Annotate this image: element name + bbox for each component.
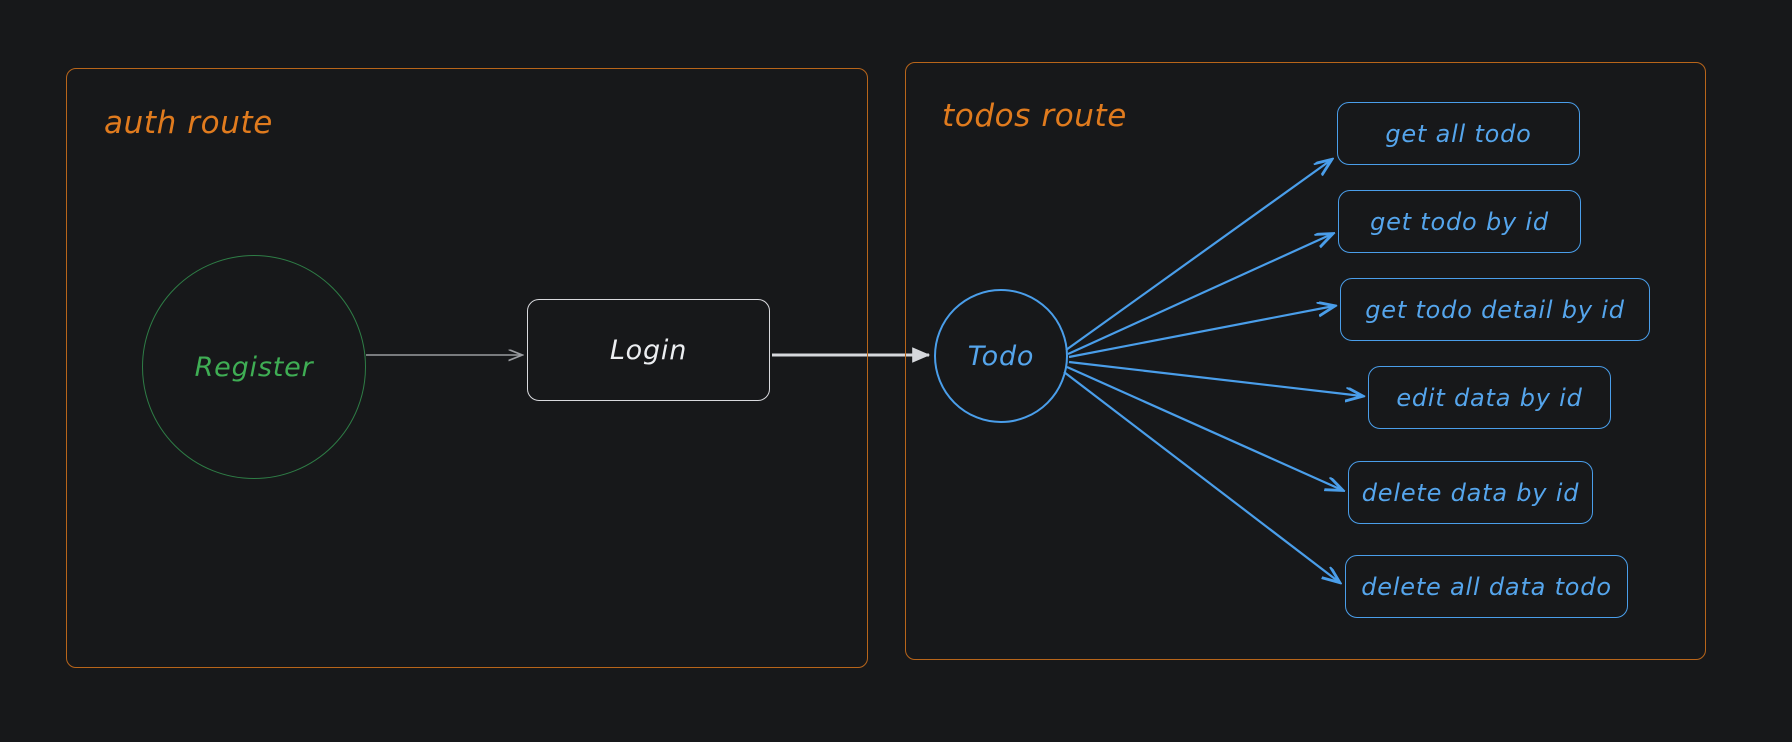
subgraph-label-todos-route: todos route xyxy=(942,98,1127,134)
node-get-all-todo-label: get all todo xyxy=(1385,119,1532,148)
node-delete-data-by-id[interactable]: delete data by id xyxy=(1348,461,1593,524)
node-get-todo-by-id[interactable]: get todo by id xyxy=(1338,190,1581,253)
node-register-label: Register xyxy=(194,351,314,383)
node-delete-all-data-todo-label: delete all data todo xyxy=(1361,572,1612,601)
subgraph-label-auth-route: auth route xyxy=(104,105,273,141)
subgraph-todos-route xyxy=(905,62,1706,660)
node-get-todo-detail-by-id[interactable]: get todo detail by id xyxy=(1340,278,1650,341)
node-login-label: Login xyxy=(609,334,688,366)
node-get-todo-detail-by-id-label: get todo detail by id xyxy=(1365,295,1625,324)
node-register[interactable]: Register xyxy=(142,255,366,479)
node-delete-all-data-todo[interactable]: delete all data todo xyxy=(1345,555,1628,618)
node-todo[interactable]: Todo xyxy=(934,289,1068,423)
node-edit-data-by-id-label: edit data by id xyxy=(1396,383,1583,412)
node-edit-data-by-id[interactable]: edit data by id xyxy=(1368,366,1611,429)
node-get-all-todo[interactable]: get all todo xyxy=(1337,102,1580,165)
node-login[interactable]: Login xyxy=(527,299,770,401)
node-delete-data-by-id-label: delete data by id xyxy=(1361,478,1580,507)
node-get-todo-by-id-label: get todo by id xyxy=(1370,207,1549,236)
subgraph-auth-route xyxy=(66,68,868,668)
node-todo-label: Todo xyxy=(967,340,1035,372)
